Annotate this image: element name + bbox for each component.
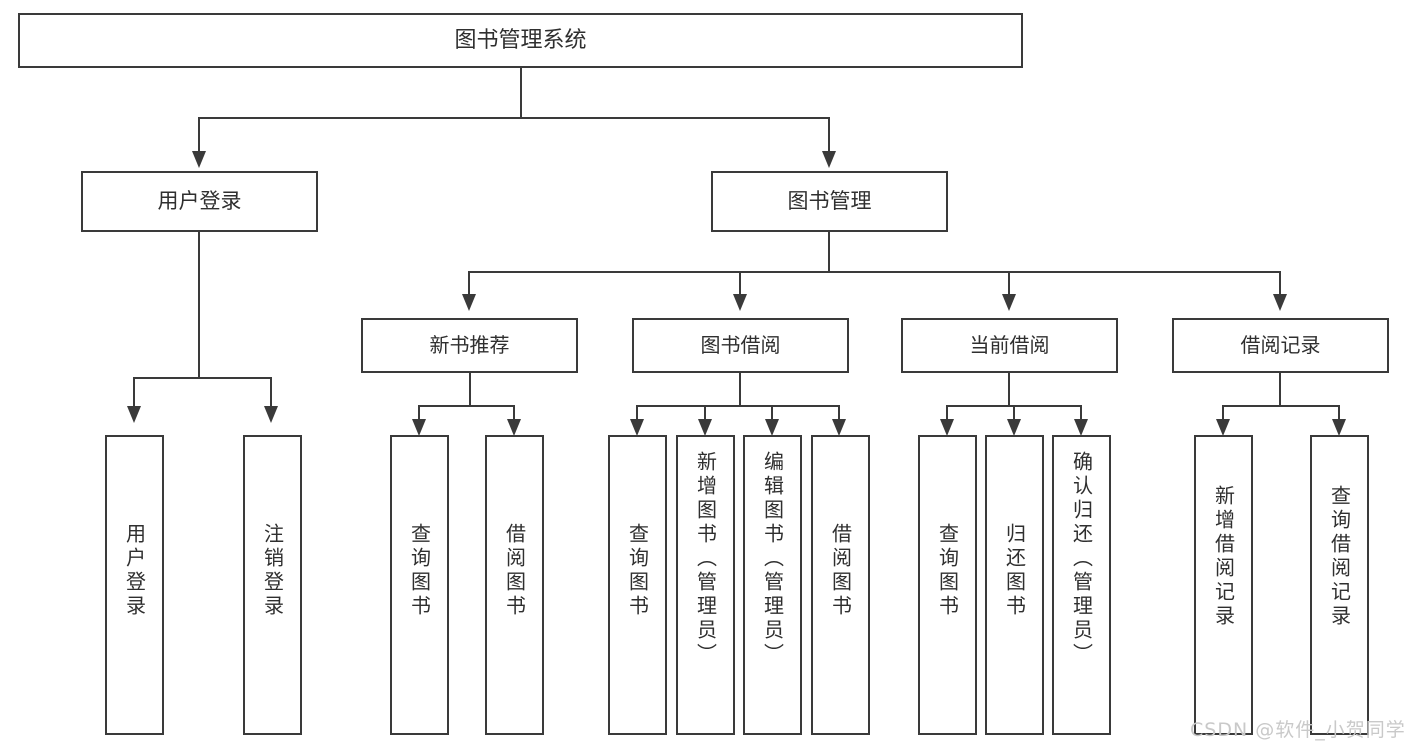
connector-currentborrow-stem: [1008, 373, 1010, 406]
leaf-current-borrow-return[interactable]: 归还图书: [985, 435, 1044, 735]
leaf-book-borrow-query[interactable]: 查询图书: [608, 435, 667, 735]
connector-root-stem: [520, 68, 522, 118]
connector-newbook-stem: [469, 373, 471, 406]
connector-newbook-to-l2: [513, 405, 515, 424]
connector-borrowrecord-to-l1: [1222, 405, 1224, 424]
leaf-book-borrow-edit-label: 编辑图书（管理员）: [760, 451, 785, 667]
leaf-user-login-login[interactable]: 用户登录: [105, 435, 164, 735]
leaf-user-login-login-label: 用户登录: [122, 523, 147, 619]
arrow-bookborrow-to-l2: [698, 419, 712, 436]
arrow-userlogin-to-leaf2: [264, 406, 278, 423]
connector-bookborrow-to-l2: [704, 405, 706, 424]
leaf-current-borrow-query[interactable]: 查询图书: [918, 435, 977, 735]
leaf-borrow-record-add-label: 新增借阅记录: [1211, 485, 1236, 629]
arrow-newbook-to-l2: [507, 419, 521, 436]
connector-currentborrow-to-l2: [1013, 405, 1015, 424]
leaf-book-borrow-borrow-label: 借阅图书: [828, 523, 853, 619]
connector-bookmgmt-to-c4: [1279, 271, 1281, 296]
connector-bookmgmt-bus: [468, 271, 1280, 273]
connector-bookmgmt-to-c2: [739, 271, 741, 296]
arrow-borrowrecord-to-l1: [1216, 419, 1230, 436]
connector-bookborrow-to-l3: [771, 405, 773, 424]
node-book-management[interactable]: 图书管理: [711, 171, 948, 232]
leaf-book-borrow-borrow[interactable]: 借阅图书: [811, 435, 870, 735]
node-book-borrow-label: 图书借阅: [700, 333, 781, 357]
node-root-label: 图书管理系统: [454, 27, 587, 53]
connector-newbook-bus: [418, 405, 515, 407]
node-book-borrow[interactable]: 图书借阅: [632, 318, 849, 373]
arrow-currentborrow-to-l2: [1007, 419, 1021, 436]
connector-root-to-bookmgmt: [828, 117, 830, 154]
connector-bookmgmt-to-c1: [468, 271, 470, 296]
leaf-book-borrow-add-label: 新增图书（管理员）: [693, 451, 718, 667]
arrow-bookmgmt-to-c2: [733, 294, 747, 311]
connector-bookborrow-stem: [739, 373, 741, 406]
leaf-current-borrow-confirm-label: 确认归还（管理员）: [1069, 451, 1094, 667]
node-user-login-label: 用户登录: [157, 189, 242, 214]
node-new-book-recommend-label: 新书推荐: [429, 333, 510, 357]
leaf-new-book-query[interactable]: 查询图书: [390, 435, 449, 735]
node-borrow-record-label: 借阅记录: [1240, 333, 1321, 357]
leaf-user-login-logout-label: 注销登录: [260, 523, 285, 619]
arrow-currentborrow-to-l1: [940, 419, 954, 436]
node-root[interactable]: 图书管理系统: [18, 13, 1023, 68]
connector-bookmgmt-stem: [828, 232, 830, 272]
connector-borrowrecord-stem: [1279, 373, 1281, 406]
node-current-borrow-label: 当前借阅: [969, 333, 1050, 357]
connector-userlogin-bus: [133, 377, 270, 379]
leaf-borrow-record-query[interactable]: 查询借阅记录: [1310, 435, 1369, 735]
leaf-borrow-record-add[interactable]: 新增借阅记录: [1194, 435, 1253, 735]
leaf-user-login-logout[interactable]: 注销登录: [243, 435, 302, 735]
leaf-new-book-borrow[interactable]: 借阅图书: [485, 435, 544, 735]
arrow-bookmgmt-to-c4: [1273, 294, 1287, 311]
leaf-book-borrow-add[interactable]: 新增图书（管理员）: [676, 435, 735, 735]
connector-borrowrecord-bus: [1222, 405, 1339, 407]
connector-bookborrow-bus: [636, 405, 838, 407]
leaf-book-borrow-edit[interactable]: 编辑图书（管理员）: [743, 435, 802, 735]
connector-currentborrow-to-l1: [946, 405, 948, 424]
node-new-book-recommend[interactable]: 新书推荐: [361, 318, 578, 373]
connector-userlogin-stem: [198, 232, 200, 378]
leaf-current-borrow-query-label: 查询图书: [935, 523, 960, 619]
arrow-currentborrow-to-l3: [1074, 419, 1088, 436]
arrow-root-to-bookmgmt: [822, 151, 836, 168]
arrow-bookmgmt-to-c1: [462, 294, 476, 311]
arrow-borrowrecord-to-l2: [1332, 419, 1346, 436]
node-borrow-record[interactable]: 借阅记录: [1172, 318, 1389, 373]
arrow-bookmgmt-to-c3: [1002, 294, 1016, 311]
leaf-current-borrow-confirm[interactable]: 确认归还（管理员）: [1052, 435, 1111, 735]
leaf-borrow-record-query-label: 查询借阅记录: [1327, 485, 1352, 629]
connector-bookborrow-to-l4: [838, 405, 840, 424]
leaf-new-book-query-label: 查询图书: [407, 523, 432, 619]
leaf-book-borrow-query-label: 查询图书: [625, 523, 650, 619]
arrow-bookborrow-to-l4: [832, 419, 846, 436]
connector-userlogin-to-leaf1: [133, 377, 135, 409]
connector-root-bus: [198, 117, 830, 119]
node-current-borrow[interactable]: 当前借阅: [901, 318, 1118, 373]
node-book-management-label: 图书管理: [787, 189, 872, 214]
connector-currentborrow-to-l3: [1080, 405, 1082, 424]
connector-root-to-userlogin: [198, 117, 200, 154]
node-user-login[interactable]: 用户登录: [81, 171, 318, 232]
arrow-newbook-to-l1: [412, 419, 426, 436]
connector-userlogin-to-leaf2: [270, 377, 272, 409]
arrow-userlogin-to-leaf1: [127, 406, 141, 423]
leaf-new-book-borrow-label: 借阅图书: [502, 523, 527, 619]
arrow-bookborrow-to-l3: [765, 419, 779, 436]
connector-bookmgmt-to-c3: [1008, 271, 1010, 296]
connector-newbook-to-l1: [418, 405, 420, 424]
connector-borrowrecord-to-l2: [1338, 405, 1340, 424]
leaf-current-borrow-return-label: 归还图书: [1002, 523, 1027, 619]
arrow-root-to-userlogin: [192, 151, 206, 168]
connector-bookborrow-to-l1: [636, 405, 638, 424]
arrow-bookborrow-to-l1: [630, 419, 644, 436]
